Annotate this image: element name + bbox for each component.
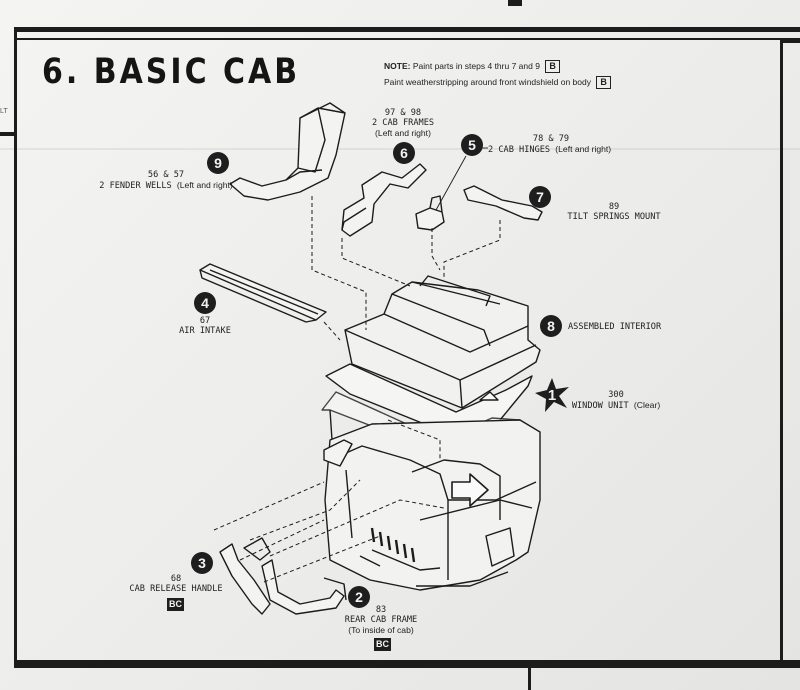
part-desc: ASSEMBLED INTERIOR xyxy=(568,322,662,332)
part-desc: REAR CAB FRAME xyxy=(344,615,418,625)
assembly-guide-lines xyxy=(213,196,501,583)
frame-right-tab xyxy=(783,40,800,43)
cab-release-pieces xyxy=(323,439,353,467)
part-desc-cab-hinges: 2 CAB HINGES (Left and right) xyxy=(488,144,618,155)
paint-code-badge: BC xyxy=(167,598,184,611)
part-label-rear-cab-frame: 83 REAR CAB FRAME (To inside of cab) xyxy=(330,605,432,635)
part-number: 78 & 79 xyxy=(532,134,570,144)
callout-8: 8 xyxy=(540,315,562,337)
part-sub: (Clear) xyxy=(633,400,661,410)
frame-right-line xyxy=(780,40,783,660)
frame-top-marker xyxy=(508,0,522,6)
part-label-tilt-springs-mount: 89 TILT SPRINGS MOUNT xyxy=(564,202,664,222)
part-number: 83 xyxy=(375,605,387,615)
part-label-air-intake: 67 AIR INTAKE xyxy=(170,316,240,336)
part-number: 56 & 57 xyxy=(147,170,185,180)
part-desc: AIR INTAKE xyxy=(179,326,231,336)
part-sub: (Left and right) xyxy=(176,180,233,190)
air-intake-part xyxy=(199,263,327,323)
step-title: 6. BASIC CAB xyxy=(42,52,301,93)
part-label-cab-hinges: 78 & 79 xyxy=(486,134,616,144)
frame-bottom-line xyxy=(14,660,800,668)
callout-9: 9 xyxy=(207,152,229,174)
part-label-cab-frames: 97 & 98 2 CAB FRAMES (Left and right) xyxy=(348,108,458,138)
callout-4: 4 xyxy=(194,292,216,314)
part-desc: TILT SPRINGS MOUNT xyxy=(567,212,661,222)
part-label-assembled-interior: ASSEMBLED INTERIOR xyxy=(568,322,678,332)
fender-well-part xyxy=(229,102,346,201)
part-number: 68 xyxy=(170,574,182,584)
star-burst-icon xyxy=(535,378,569,412)
callout-2: 2 xyxy=(348,586,370,608)
callout-5: 5 xyxy=(461,134,483,156)
assembled-interior-part xyxy=(344,275,541,409)
paint-note: NOTE: Paint parts in steps 4 thru 7 and … xyxy=(384,58,611,90)
callout-6: 6 xyxy=(393,142,415,164)
note-text-1: Paint parts in steps 4 thru 7 and 9 xyxy=(412,61,540,71)
part-desc: 2 CAB HINGES xyxy=(488,145,551,155)
part-number: 67 xyxy=(199,316,211,326)
note-text-2: Paint weatherstripping around front wind… xyxy=(384,77,591,87)
part-desc: WINDOW UNIT xyxy=(571,401,629,411)
part-desc: CAB RELEASE HANDLE xyxy=(129,584,223,594)
part-label-cab-release-handle: 68 CAB RELEASE HANDLE xyxy=(118,574,234,594)
note-line-1: NOTE: Paint parts in steps 4 thru 7 and … xyxy=(384,58,611,74)
frame-top-line xyxy=(14,27,800,32)
paint-code-box: B xyxy=(596,76,611,89)
edge-text: LT xyxy=(0,108,8,115)
tilt-springs-mount-part xyxy=(463,185,543,221)
frame-bottom-divider xyxy=(528,668,531,690)
part-number: 97 & 98 xyxy=(384,108,422,118)
part-sub: (Left and right) xyxy=(375,128,431,138)
part-desc: 2 CAB FRAMES xyxy=(371,118,435,128)
cab-hinge-part xyxy=(415,195,445,231)
cab-body-part xyxy=(324,391,541,591)
part-desc: 2 FENDER WELLS xyxy=(99,181,172,191)
paint-code-box: B xyxy=(545,60,560,73)
cab-release-handle-part xyxy=(219,537,271,615)
frame-top-thin-line xyxy=(14,38,800,40)
part-number: 300 xyxy=(608,390,624,400)
frame-left-tab xyxy=(0,132,16,136)
callout-3: 3 xyxy=(191,552,213,574)
note-line-2: Paint weatherstripping around front wind… xyxy=(384,74,611,90)
rear-cab-frame-part xyxy=(261,559,347,615)
part-label-fender-wells: 56 & 57 2 FENDER WELLS (Left and right) xyxy=(96,170,236,191)
part-number: 89 xyxy=(608,202,620,212)
part-sub: (To inside of cab) xyxy=(348,625,414,635)
callout-1-star: 1 xyxy=(535,378,569,412)
callout-1: 1 xyxy=(547,387,557,404)
part-sub: (Left and right) xyxy=(555,144,612,154)
paint-code-badge: BC xyxy=(374,638,391,651)
note-label: NOTE: xyxy=(384,61,411,71)
frame-left-line xyxy=(14,27,17,668)
callout-7: 7 xyxy=(529,186,551,208)
part-label-window-unit: 300 WINDOW UNIT (Clear) xyxy=(566,390,666,411)
cab-frame-part xyxy=(341,163,427,237)
